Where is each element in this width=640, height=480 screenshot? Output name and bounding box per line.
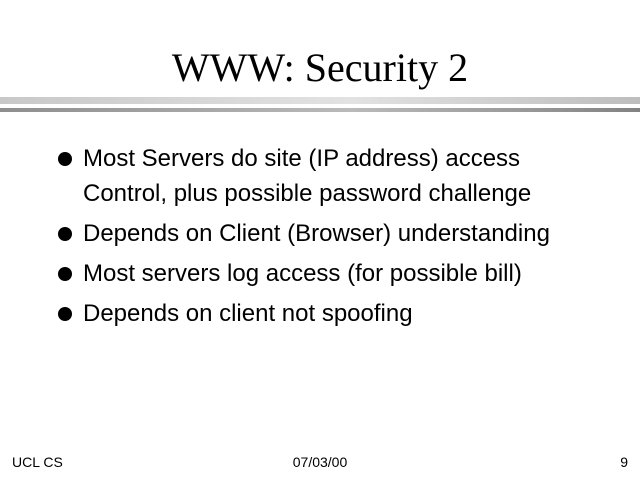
- footer-date: 07/03/00: [292, 454, 348, 470]
- divider-rule-top: [0, 97, 640, 104]
- bullet-item: Most Servers do site (IP address) access…: [58, 141, 585, 211]
- footer-page-number: 9: [620, 454, 628, 470]
- bullet-item: Depends on Client (Browser) understandin…: [58, 216, 585, 251]
- bullet-text: Most Servers do site (IP address) access…: [83, 145, 532, 207]
- bullet-item: Depends on client not spoofing: [58, 296, 585, 331]
- bullet-text: Most servers log access (for possible bi…: [83, 260, 522, 287]
- bullet-text: Depends on client not spoofing: [83, 300, 413, 327]
- bullet-text: Depends on Client (Browser) understandin…: [83, 220, 550, 247]
- bullet-icon: [58, 227, 72, 241]
- footer-organization: UCL CS: [12, 454, 63, 470]
- bullet-item: Most servers log access (for possible bi…: [58, 256, 585, 291]
- bullet-list: Most Servers do site (IP address) access…: [58, 141, 585, 336]
- divider-rule-bottom: [0, 108, 640, 112]
- bullet-icon: [58, 307, 72, 321]
- bullet-icon: [58, 267, 72, 281]
- bullet-icon: [58, 152, 72, 166]
- slide-title: WWW: Security 2: [171, 45, 469, 90]
